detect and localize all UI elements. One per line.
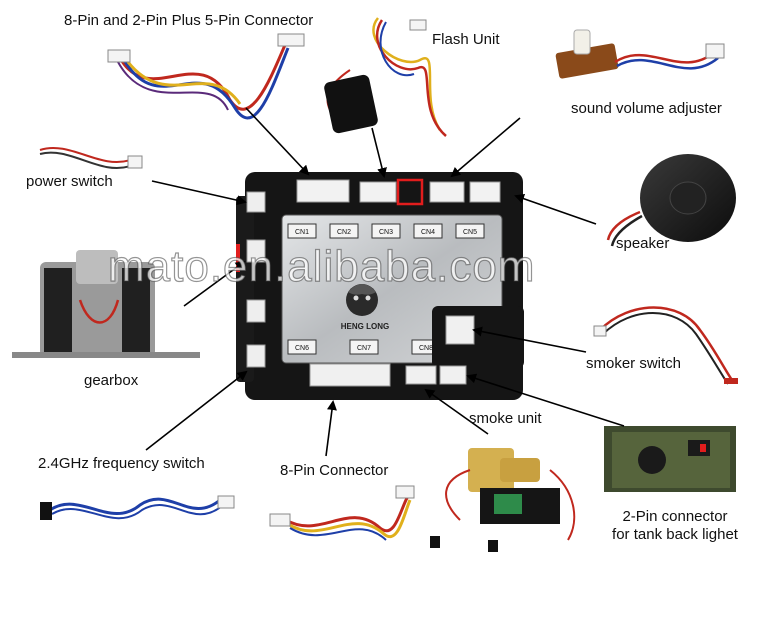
cable-8-2-5-pin xyxy=(107,33,305,120)
board-slot-tag xyxy=(371,223,401,239)
arrow-gearbox xyxy=(183,260,246,307)
label-2-pin-line2: for tank back lighet xyxy=(612,526,738,543)
board-slot-label: CN3 xyxy=(379,229,393,236)
label-8-pin-connector: 8-Pin Connector xyxy=(280,462,389,479)
speaker xyxy=(606,154,736,247)
board-slot-label: CN2 xyxy=(337,229,351,236)
top-connectors xyxy=(296,178,501,206)
board-slot-label: CN1 xyxy=(295,229,309,236)
board-slot-label: CN8 xyxy=(419,345,433,352)
smoker-switch xyxy=(593,306,738,385)
label-speaker: speaker xyxy=(616,235,670,252)
label-frequency-switch: 2.4GHz frequency switch xyxy=(38,455,205,472)
board-slot-tag xyxy=(329,223,359,239)
board-slot-label: CN6 xyxy=(295,345,309,352)
board-slot-tag xyxy=(349,339,379,355)
bottom-connector-2pin-a xyxy=(405,365,437,385)
power-switch xyxy=(39,147,143,169)
board-slot-label: CN7 xyxy=(357,345,371,352)
board-slot-label: CN4 xyxy=(421,229,435,236)
dragon-emblem xyxy=(346,284,378,316)
board-slot-label: CN5 xyxy=(463,229,477,236)
board-slots-top: CN1 CN2 CN3 CN4 CN5 xyxy=(287,223,485,239)
flash-unit xyxy=(324,17,447,137)
board-slot-tag xyxy=(413,223,443,239)
label-smoke-unit: smoke unit xyxy=(469,410,542,427)
board-slot-tag xyxy=(455,223,485,239)
label-power-switch: power switch xyxy=(26,173,113,190)
sound-volume-adjuster xyxy=(555,29,725,79)
smoke-unit xyxy=(430,448,576,552)
arrow-smoker-switch xyxy=(472,326,587,353)
cable-8-pin xyxy=(269,485,415,541)
smoker-switch-socket xyxy=(445,315,475,345)
label-smoker-switch: smoker switch xyxy=(586,355,682,372)
arrow-8-pin-connector xyxy=(325,400,337,457)
arrow-frequency-switch xyxy=(145,370,248,451)
label-flash-unit: Flash Unit xyxy=(432,31,500,48)
label-2-pin-connector: 2-Pin connector for tank back lighet xyxy=(590,508,760,544)
tank-backlight-photo xyxy=(604,426,736,492)
frequency-switch xyxy=(40,495,235,520)
label-sound-volume: sound volume adjuster xyxy=(571,100,722,117)
arrow-tank-backlight xyxy=(466,373,625,427)
arrow-power-switch xyxy=(151,180,247,206)
board-brand-text: HENG LONG xyxy=(341,322,389,331)
label-2-pin-line1: 2-Pin connector xyxy=(622,508,728,525)
arrow-speaker xyxy=(514,193,597,225)
bottom-connector-2pin-b xyxy=(439,365,467,385)
label-connector-8-2-5: 8-Pin and 2-Pin Plus 5-Pin Connector xyxy=(64,12,314,29)
arrow-smoke-unit xyxy=(424,388,489,435)
watermark-text: mato.en.alibaba.com xyxy=(107,241,536,291)
left-connectors xyxy=(236,191,266,368)
pointer-arrows xyxy=(145,107,625,457)
bottom-connector-8pin xyxy=(309,363,391,387)
arrow-flash-unit xyxy=(371,127,387,178)
label-gearbox: gearbox xyxy=(84,372,139,389)
arrow-connector-8-2-5 xyxy=(245,107,310,176)
arrow-sound-volume xyxy=(450,117,521,178)
gearbox-illustration xyxy=(12,250,200,358)
control-board: CN1 CN2 CN3 CN4 CN5 CN6 CN7 CN8 HENG LONG xyxy=(236,172,524,400)
board-slot-tag xyxy=(287,339,317,355)
board-slots-bottom: CN6 CN7 CN8 xyxy=(287,339,441,355)
board-slot-tag xyxy=(287,223,317,239)
